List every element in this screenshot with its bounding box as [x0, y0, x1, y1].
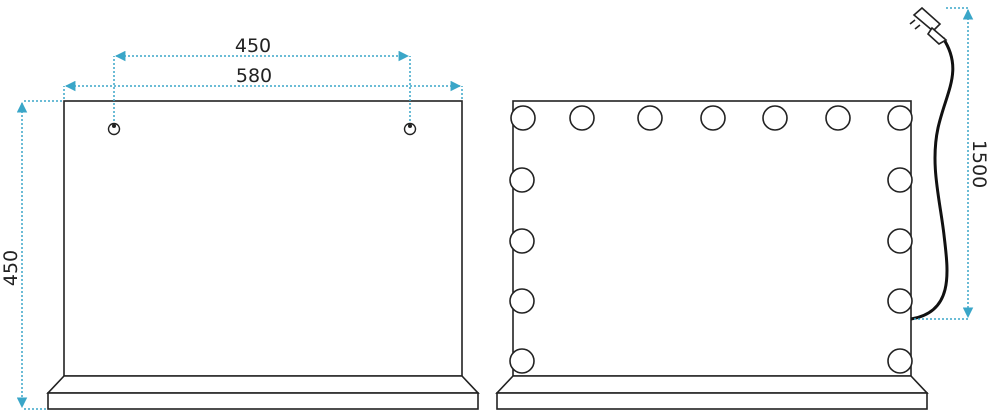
- mirror-back-base: [46, 375, 480, 410]
- mirror-front-panel: [512, 100, 912, 377]
- bulb: [509, 288, 535, 314]
- bulb: [762, 105, 788, 131]
- keyhole-hanger-left: [107, 122, 121, 136]
- bulb: [887, 228, 913, 254]
- bulb: [825, 105, 851, 131]
- bulb: [637, 105, 663, 131]
- bulb: [510, 105, 536, 131]
- mirror-height-dimension: [16, 100, 62, 410]
- bulb: [509, 167, 535, 193]
- mirror-front-view: 1500: [495, 6, 990, 410]
- cable-length-label: 1500: [968, 140, 990, 188]
- bulb: [700, 105, 726, 131]
- mirror-height-label: 450: [0, 250, 22, 286]
- power-plug-icon: [909, 6, 948, 45]
- bulb: [509, 228, 535, 254]
- keyhole-hanger-right: [403, 122, 417, 136]
- bulb: [509, 348, 535, 374]
- bulbs-top-row: [510, 105, 913, 131]
- cable-length-dimension: [914, 7, 974, 320]
- bulb: [887, 348, 913, 374]
- bulb: [887, 105, 913, 131]
- bulb: [887, 288, 913, 314]
- mirror-back-view: 450 580 450: [0, 35, 480, 410]
- bulbs-left-column: [509, 167, 535, 374]
- mirror-back-panel: [63, 100, 463, 377]
- power-cable: [910, 37, 955, 321]
- hole-spacing-label: 450: [235, 35, 271, 57]
- bulbs-right-column: [887, 167, 913, 374]
- mirror-front-base: [495, 375, 929, 410]
- bulb: [569, 105, 595, 131]
- bulb: [887, 167, 913, 193]
- mirror-width-label: 580: [236, 65, 272, 87]
- mirror-width-dimension: [63, 80, 463, 99]
